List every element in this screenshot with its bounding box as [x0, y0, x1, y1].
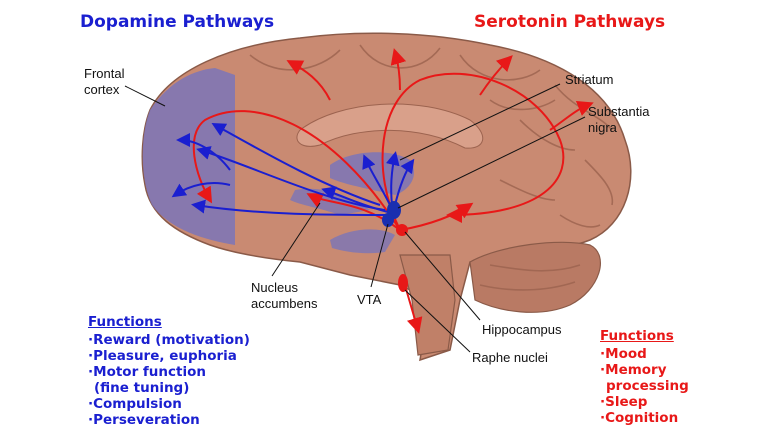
nucleus-accumbens-label: Nucleus accumbens — [251, 280, 318, 311]
corpus-callosum — [296, 103, 483, 149]
raphe-nucleus-upper — [396, 224, 408, 236]
dopamine-function-item: ·Reward (motivation) — [88, 332, 250, 348]
striatum-label: Striatum — [565, 72, 614, 87]
dopamine-function-item: ·Motor function — [88, 364, 206, 380]
dopamine-function-item: ·Perseveration — [88, 412, 200, 428]
serotonin-functions-list: Functions ·Mood ·Memory processing ·Slee… — [600, 328, 689, 426]
raphe-nucleus-lower — [398, 274, 408, 292]
serotonin-paths — [192, 48, 594, 334]
dopamine-functions-list: Functions ·Reward (motivation) ·Pleasure… — [88, 314, 250, 428]
brainstem-shape — [399, 254, 456, 356]
cerebellum-shape — [469, 241, 601, 313]
serotonin-function-item: processing — [606, 378, 689, 394]
vta-label: VTA — [357, 292, 382, 307]
lower-limbic-region — [330, 229, 395, 254]
dopamine-paths — [171, 123, 415, 216]
leader-lines — [124, 83, 586, 353]
vta-nucleus — [382, 213, 394, 227]
serotonin-functions-heading: Functions — [600, 328, 674, 344]
frontal-cortex-label: Frontal cortex — [84, 66, 125, 97]
serotonin-pathways-title: Serotonin Pathways — [474, 12, 666, 32]
dopamine-function-item: ·Compulsion — [88, 396, 182, 412]
hippocampus-label: Hippocampus — [482, 322, 562, 337]
dopamine-function-item: (fine tuning) — [94, 380, 190, 396]
serotonin-function-item: ·Mood — [600, 346, 647, 362]
substantia-nigra-label: Substantia nigra — [588, 104, 650, 135]
dopamine-pathways-title: Dopamine Pathways — [80, 12, 275, 32]
serotonin-function-item: ·Memory — [600, 362, 667, 378]
dopamine-function-item: ·Pleasure, euphoria — [88, 348, 237, 364]
gyri-lines — [249, 44, 614, 291]
serotonin-function-item: ·Sleep — [600, 394, 648, 410]
raphe-nuclei-label: Raphe nuclei — [472, 350, 548, 365]
dopamine-functions-heading: Functions — [88, 314, 162, 330]
serotonin-function-item: ·Cognition — [600, 410, 679, 426]
